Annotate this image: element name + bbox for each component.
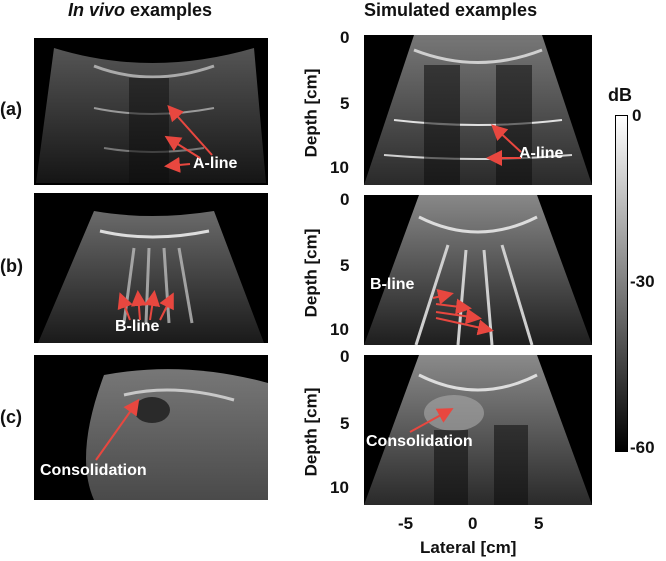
arrow-invivo-b-2: [130, 290, 147, 321]
y-tick-b-10: 10: [330, 320, 349, 339]
simulated-column-title: Simulated examples: [364, 0, 538, 20]
x-tick-0: 0: [468, 514, 478, 533]
simulated-image-a: [364, 35, 592, 185]
row-label-a: (a): [0, 99, 22, 119]
arrow-sim-b-4: [435, 317, 494, 336]
arrow-invivo-b-3: [144, 290, 161, 321]
y-axis-label-c: Depth [cm]: [301, 387, 321, 477]
y-tick-a-10: 10: [330, 158, 349, 177]
arrow-invivo-b-4: [159, 292, 174, 321]
invivo-a-annotation: A-line: [193, 155, 238, 172]
y-tick-b-5: 5: [340, 256, 350, 275]
x-tick-minus5: -5: [398, 514, 414, 533]
arrow-invivo-a-1: [167, 105, 213, 156]
arrow-invivo-a-3: [164, 156, 191, 173]
arrow-sim-b-3: [435, 308, 482, 325]
sim-c-annotation: Consolidation: [366, 433, 473, 450]
colorbar: [615, 115, 628, 452]
colorbar-unit: dB: [608, 85, 632, 105]
y-axis-label-b: Depth [cm]: [301, 228, 321, 318]
arrow-sim-b-2: [435, 298, 472, 315]
arrow-invivo-b-1: [117, 292, 133, 321]
y-tick-a-0: 0: [340, 28, 350, 47]
arrow-sim-a-1: [491, 124, 522, 153]
invivo-image-b: [34, 193, 268, 343]
y-tick-a-5: 5: [340, 94, 350, 113]
colorbar-tick-minus30: -30: [630, 272, 655, 291]
invivo-image-a: [34, 38, 268, 185]
invivo-column-title: In vivo examples: [68, 0, 213, 20]
invivo-b-annotation: B-line: [115, 318, 160, 335]
sim-b-annotation: B-line: [370, 276, 415, 293]
row-label-c: (c): [0, 407, 22, 427]
x-axis-label: Lateral [cm]: [420, 538, 517, 557]
y-tick-b-0: 0: [340, 190, 350, 209]
sim-a-annotation: A-line: [519, 145, 564, 162]
colorbar-tick-minus60: -60: [630, 438, 655, 457]
y-tick-c-10: 10: [330, 478, 349, 497]
arrow-sim-c-1: [409, 408, 454, 433]
invivo-image-c: [34, 355, 268, 500]
invivo-c-annotation: Consolidation: [40, 462, 147, 479]
arrow-sim-b-1: [432, 288, 454, 305]
y-tick-c-5: 5: [340, 414, 350, 433]
row-label-b: (b): [0, 256, 23, 276]
y-axis-label-a: Depth [cm]: [301, 68, 321, 158]
x-tick-5: 5: [534, 514, 544, 533]
y-tick-c-0: 0: [340, 347, 350, 366]
colorbar-tick-0: 0: [632, 106, 642, 125]
simulated-image-b: [364, 195, 592, 345]
arrow-invivo-a-2: [164, 135, 201, 159]
simulated-image-c: [364, 355, 592, 505]
arrow-invivo-c-1: [95, 398, 140, 461]
